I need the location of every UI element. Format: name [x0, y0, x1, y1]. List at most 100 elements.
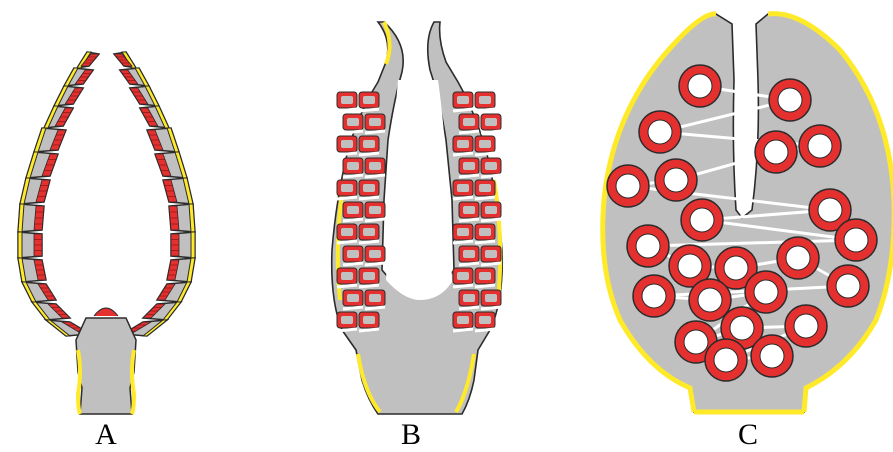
panel-label-a: A — [95, 418, 117, 451]
cell-wall — [337, 241, 357, 243]
cell-core — [479, 316, 491, 324]
sporangium-centre — [730, 316, 754, 340]
sporangium-centre — [698, 288, 722, 312]
cell-core — [463, 206, 475, 214]
cell-wall — [359, 109, 379, 111]
cell-wall — [343, 219, 363, 221]
cell-core — [485, 118, 497, 126]
cell-core — [457, 228, 469, 236]
cell-core — [341, 228, 353, 236]
stalk-outer-layer-right — [132, 350, 134, 414]
cell-core — [363, 184, 375, 192]
cell-wall — [475, 197, 495, 199]
cell-wall — [459, 175, 479, 177]
cell-core — [341, 140, 353, 148]
cell-core — [479, 272, 491, 280]
cell-core — [457, 316, 469, 324]
cell-core — [363, 140, 375, 148]
cell-core — [457, 140, 469, 148]
cell-wall — [343, 175, 363, 177]
panel-b-structure — [332, 22, 503, 414]
sporangium-centre — [648, 120, 672, 144]
slit — [736, 40, 754, 200]
cell-core — [485, 162, 497, 170]
cell-wall — [343, 131, 363, 133]
cell-core — [341, 272, 353, 280]
cell-core — [347, 206, 359, 214]
sporangium-centre — [764, 140, 788, 164]
stalk-outer-layer-left — [78, 350, 80, 414]
cell-core — [463, 162, 475, 170]
sporangium-centre — [724, 256, 748, 280]
panel-a-structure — [18, 52, 195, 414]
cell-core — [369, 250, 381, 258]
cell-wall — [453, 197, 473, 199]
cell-core — [363, 316, 375, 324]
cell-core — [457, 96, 469, 104]
outer-layer — [191, 232, 195, 258]
cell-core — [369, 118, 381, 126]
cell-wall — [459, 307, 479, 309]
sporangium-centre — [678, 254, 702, 278]
cell-wall — [343, 263, 363, 265]
cell-core — [341, 184, 353, 192]
cell-core — [485, 206, 497, 214]
sporangium-centre — [684, 330, 708, 354]
cell-core — [369, 206, 381, 214]
sporangium-centre — [616, 174, 640, 198]
cell-core — [341, 96, 353, 104]
cell-core — [341, 316, 353, 324]
cell-wall — [481, 219, 501, 221]
stalk-apex-content — [94, 308, 118, 316]
sporangium-centre — [808, 134, 832, 158]
cell-core — [485, 294, 497, 302]
cell-wall — [475, 329, 495, 331]
cell-core — [363, 228, 375, 236]
cell-wall — [459, 263, 479, 265]
sporangium-centre — [688, 74, 712, 98]
panel-label-b: B — [401, 418, 421, 451]
sporangium-centre — [794, 314, 818, 338]
sporangium-centre — [664, 168, 688, 192]
panel-c-structure — [603, 14, 893, 412]
cell-wall — [343, 307, 363, 309]
cell-wall — [359, 153, 379, 155]
cell-wall — [481, 263, 501, 265]
cell-core — [463, 294, 475, 302]
cell-wall — [337, 109, 357, 111]
sporangium-centre — [642, 284, 666, 308]
cell-core — [463, 250, 475, 258]
sporangium-centre — [636, 234, 660, 258]
cell-wall — [453, 329, 473, 331]
cell-wall — [359, 329, 379, 331]
cell-wall — [453, 241, 473, 243]
cell-wall — [475, 241, 495, 243]
cell-core — [463, 118, 475, 126]
cell-core — [479, 228, 491, 236]
cell-wall — [365, 307, 385, 309]
cell-core — [479, 184, 491, 192]
sporangium-centre — [760, 344, 784, 368]
sporangium-centre — [690, 208, 714, 232]
cell-wall — [481, 131, 501, 133]
cell-core — [457, 184, 469, 192]
sporangium-centre — [836, 274, 860, 298]
cell-wall — [475, 109, 495, 111]
cell-wall — [359, 241, 379, 243]
cell-wall — [453, 153, 473, 155]
cell-wall — [365, 219, 385, 221]
cell-wall — [337, 329, 357, 331]
sporangium-centre — [786, 246, 810, 270]
cell-core — [347, 162, 359, 170]
cell-wall — [359, 285, 379, 287]
cell-core — [479, 140, 491, 148]
cell-wall — [337, 153, 357, 155]
panel-label-c: C — [738, 418, 758, 451]
cell-wall — [337, 285, 357, 287]
cell-wall — [481, 307, 501, 309]
cell-core — [347, 294, 359, 302]
sporangium-centre — [754, 280, 778, 304]
cell-wall — [453, 285, 473, 287]
stalk — [76, 318, 136, 414]
sporangium-centre — [714, 348, 738, 372]
